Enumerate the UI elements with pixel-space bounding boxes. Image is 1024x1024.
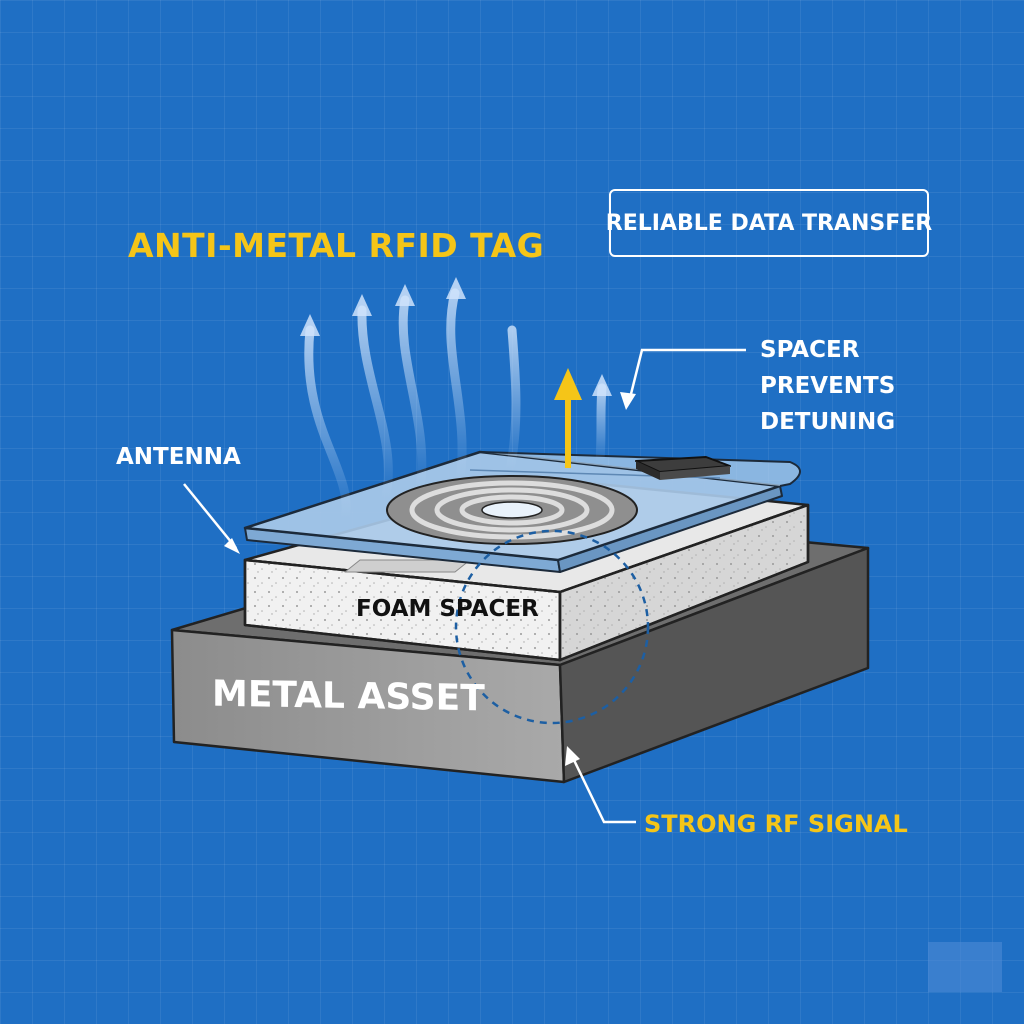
diagram-title: ANTI-METAL RFID TAG: [128, 226, 545, 265]
spacer-callout-arrow: [628, 348, 746, 399]
rf-wave-arrows: [300, 277, 612, 525]
corner-watermark: [928, 942, 1002, 992]
antenna-inlay: [243, 450, 801, 573]
antenna-label: ANTENNA: [116, 444, 241, 470]
foam-spacer-layer: [243, 476, 810, 662]
callout-arrows: [183, 348, 746, 824]
reliable-data-badge: RELIABLE DATA TRANSFER: [606, 189, 932, 257]
data-transfer-arrow: [554, 368, 582, 468]
metal-asset-label: METAL ASSET: [212, 673, 485, 720]
strong-signal-label: STRONG RF SIGNAL: [644, 810, 908, 838]
rf-field-circle: [454, 529, 650, 725]
antenna-callout-arrow: [183, 483, 237, 549]
signal-callout-arrow: [570, 755, 636, 824]
spacer-note-label: SPACER PREVENTS DETUNING: [760, 337, 896, 435]
foam-spacer-label: FOAM SPACER: [356, 596, 539, 622]
